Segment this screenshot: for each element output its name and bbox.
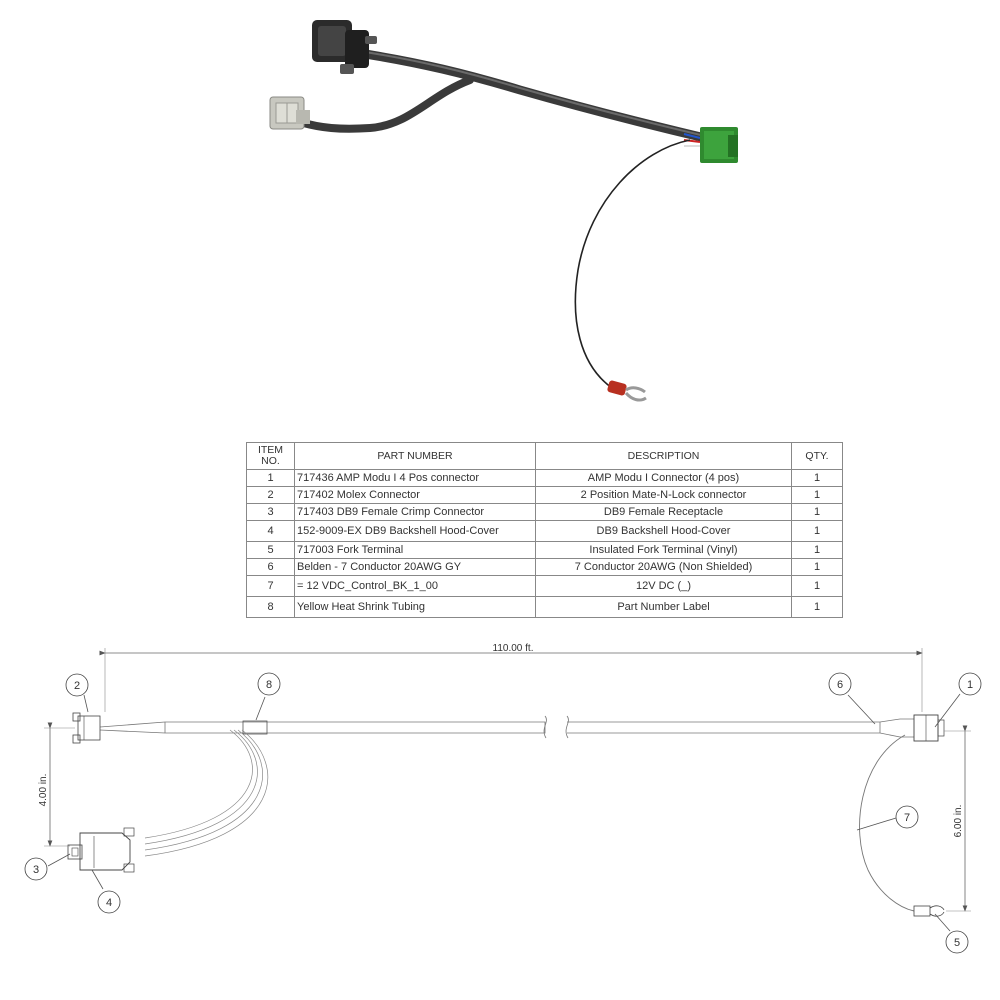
ground-wire — [574, 139, 691, 389]
trunk-cable — [347, 47, 710, 143]
molex-connector-drawing — [72, 712, 101, 744]
bom-qty: 1 — [791, 486, 843, 504]
ground-wire-drawing — [859, 734, 915, 912]
bom-item: 4 — [246, 520, 295, 542]
balloon-callouts — [47, 693, 961, 932]
bom-desc: 12V DC (_) — [535, 575, 792, 597]
amp-connector-render — [683, 127, 738, 163]
table-row: 5 717003 Fork Terminal Insulated Fork Te… — [246, 541, 843, 559]
db9-connector-drawing — [67, 827, 135, 873]
bom-qty: 1 — [791, 596, 843, 618]
table-row: 8 Yellow Heat Shrink Tubing Part Number … — [246, 596, 843, 618]
heat-shrink-label — [242, 720, 268, 735]
table-row: 3 717403 DB9 Female Crimp Connector DB9 … — [246, 503, 843, 521]
balloon-6: 6 — [828, 672, 852, 696]
bom-part: 152-9009-EX DB9 Backshell Hood-Cover — [294, 520, 536, 542]
bom-desc: 2 Position Mate-N-Lock connector — [535, 486, 792, 504]
bom-qty: 1 — [791, 503, 843, 521]
branch-cable — [296, 76, 474, 133]
bom-item: 8 — [246, 596, 295, 618]
bom-part: Yellow Heat Shrink Tubing — [294, 596, 536, 618]
table-row: 4 152-9009-EX DB9 Backshell Hood-Cover D… — [246, 520, 843, 542]
left-branch-label: 4.00 in. — [38, 774, 49, 807]
bom-part: = 12 VDC_Control_BK_1_00 — [294, 575, 536, 597]
fork-terminal-render — [607, 380, 647, 402]
bom-qty: 1 — [791, 520, 843, 542]
bom-item: 2 — [246, 486, 295, 504]
molex-connector-render — [269, 96, 310, 130]
bom-desc: DB9 Female Receptacle — [535, 503, 792, 521]
svg-text:4: 4 — [106, 897, 112, 909]
col-header-item: ITEM NO. — [246, 442, 295, 470]
bom-header-row: ITEM NO. PART NUMBER DESCRIPTION QTY. — [246, 442, 843, 470]
bom-part: 717436 AMP Modu I 4 Pos connector — [294, 469, 536, 487]
overall-length-dimension: 110.00 ft. — [99, 643, 923, 712]
svg-text:2: 2 — [74, 680, 80, 692]
bom-qty: 1 — [791, 558, 843, 576]
bom-desc: Part Number Label — [535, 596, 792, 618]
bom-part: Belden - 7 Conductor 20AWG GY — [294, 558, 536, 576]
db9-breakout-wires — [144, 729, 269, 857]
bom-desc: DB9 Backshell Hood-Cover — [535, 520, 792, 542]
balloon-4: 4 — [97, 890, 121, 914]
bom-desc: 7 Conductor 20AWG (Non Shielded) — [535, 558, 792, 576]
bom-item: 7 — [246, 575, 295, 597]
table-row: 6 Belden - 7 Conductor 20AWG GY 7 Conduc… — [246, 558, 843, 576]
bom-desc: Insulated Fork Terminal (Vinyl) — [535, 541, 792, 559]
balloon-7: 7 — [895, 805, 919, 829]
table-row: 7 = 12 VDC_Control_BK_1_00 12V DC (_) 1 — [246, 575, 843, 597]
balloon-2: 2 — [65, 673, 89, 697]
table-row: 2 717402 Molex Connector 2 Position Mate… — [246, 486, 843, 504]
svg-text:8: 8 — [266, 679, 272, 691]
harness-3d-render — [269, 20, 738, 402]
col-header-desc: DESCRIPTION — [535, 442, 792, 470]
bill-of-materials-table: ITEM NO. PART NUMBER DESCRIPTION QTY. 1 … — [246, 442, 843, 618]
left-branch-dimension: 4.00 in. — [38, 722, 75, 847]
bom-qty: 1 — [791, 541, 843, 559]
harness-2d-drawing: 110.00 ft. 4.0 — [24, 643, 982, 954]
amp-connector-drawing — [913, 714, 945, 742]
bom-qty: 1 — [791, 575, 843, 597]
bom-item: 3 — [246, 503, 295, 521]
db9-connector-render — [312, 20, 377, 74]
bom-part: 717402 Molex Connector — [294, 486, 536, 504]
svg-text:7: 7 — [904, 812, 910, 824]
bom-item: 1 — [246, 469, 295, 487]
svg-text:6: 6 — [837, 679, 843, 691]
bom-qty: 1 — [791, 469, 843, 487]
bom-part: 717003 Fork Terminal — [294, 541, 536, 559]
svg-text:5: 5 — [954, 937, 960, 949]
svg-text:3: 3 — [33, 864, 39, 876]
main-cable — [99, 715, 914, 739]
bom-item: 5 — [246, 541, 295, 559]
right-branch-dimension: 6.00 in. — [944, 725, 971, 912]
bom-item: 6 — [246, 558, 295, 576]
right-branch-label: 6.00 in. — [953, 805, 964, 838]
col-header-part: PART NUMBER — [294, 442, 536, 470]
col-header-qty: QTY. — [791, 442, 843, 470]
balloon-8: 8 — [257, 672, 281, 696]
fork-terminal-drawing — [913, 905, 945, 917]
overall-length-label: 110.00 ft. — [493, 643, 534, 654]
svg-text:1: 1 — [967, 679, 973, 691]
table-row: 1 717436 AMP Modu I 4 Pos connector AMP … — [246, 469, 843, 487]
balloon-3: 3 — [24, 857, 48, 881]
bom-desc: AMP Modu I Connector (4 pos) — [535, 469, 792, 487]
balloon-1: 1 — [958, 672, 982, 696]
balloon-5: 5 — [945, 930, 969, 954]
bom-part: 717403 DB9 Female Crimp Connector — [294, 503, 536, 521]
